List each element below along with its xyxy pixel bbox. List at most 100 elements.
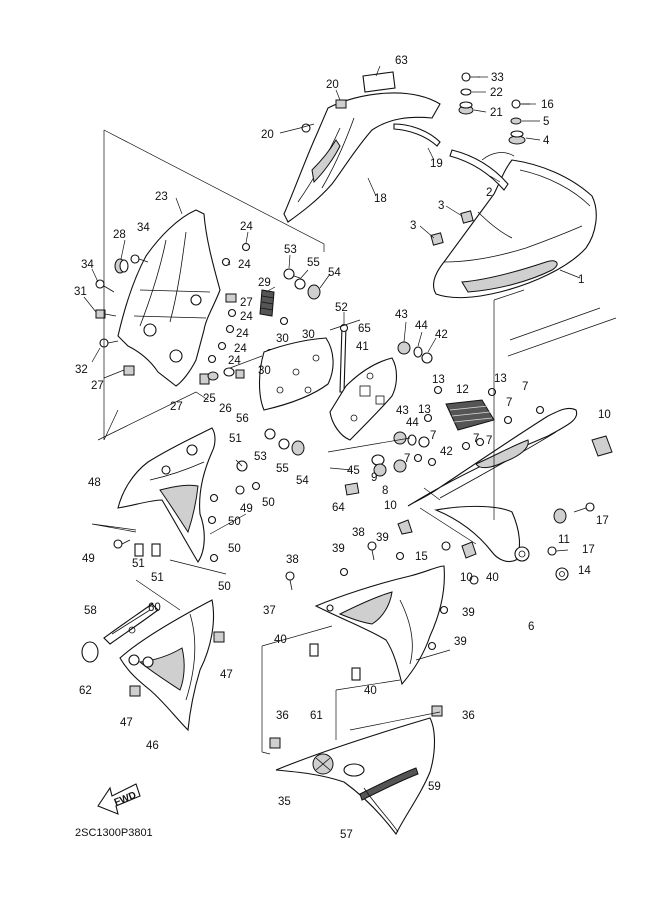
collar-44a	[413, 346, 423, 358]
clip-20a	[335, 99, 347, 109]
grommet-11	[553, 508, 567, 524]
washer-30a	[279, 316, 289, 326]
clip-47b	[129, 685, 141, 697]
collar-26	[223, 367, 235, 377]
callout-64: 64	[332, 502, 345, 514]
screw-49b	[113, 539, 131, 549]
screw-51a	[235, 459, 248, 472]
screw-17a	[573, 502, 595, 513]
callout-27: 27	[91, 380, 104, 392]
callout-31: 31	[74, 286, 87, 298]
washer-39d	[427, 641, 437, 651]
callout-46: 46	[146, 740, 159, 752]
callout-29: 29	[258, 277, 271, 289]
upper-cowling-assembly	[283, 71, 597, 299]
clip-36b	[431, 705, 443, 717]
callout-48: 48	[88, 477, 101, 489]
callout-38: 38	[352, 527, 365, 539]
callout-47: 47	[220, 669, 233, 681]
sticker-63-shape	[362, 71, 396, 93]
screw-38a	[367, 541, 377, 561]
screw-51b	[134, 543, 144, 557]
callout-4: 4	[543, 135, 550, 147]
callout-20: 20	[326, 79, 339, 91]
leader-lines	[83, 65, 581, 379]
callout-41: 41	[356, 341, 369, 353]
callout-13: 13	[494, 373, 507, 385]
callout-42: 42	[435, 329, 448, 341]
callout-21: 21	[490, 107, 503, 119]
fwd-label: FWD	[113, 790, 138, 809]
callout-36: 36	[276, 710, 289, 722]
left-inner-bracket-assembly	[95, 209, 334, 411]
nut-5	[510, 117, 522, 125]
callout-37: 37	[263, 605, 276, 617]
callout-51: 51	[151, 572, 164, 584]
washer-13b	[487, 387, 497, 397]
callout-35: 35	[278, 796, 291, 808]
callout-25: 25	[203, 393, 216, 405]
washer-22	[460, 88, 472, 96]
screw-51c	[151, 543, 161, 557]
clip-3a	[460, 210, 474, 224]
callout-50: 50	[228, 516, 241, 528]
bolt-40c	[351, 667, 361, 681]
callout-18: 18	[374, 193, 387, 205]
callout-34: 34	[81, 259, 94, 271]
cap-62	[81, 641, 99, 663]
callout-5: 5	[543, 116, 549, 128]
callout-7: 7	[506, 397, 512, 409]
callout-61: 61	[310, 710, 323, 722]
callout-47: 47	[120, 717, 133, 729]
callout-44: 44	[406, 417, 419, 429]
washer-50b	[209, 493, 219, 503]
washer-24d	[225, 324, 235, 334]
callout-3: 3	[438, 200, 444, 212]
strip-19	[393, 123, 441, 147]
grommet-43b	[393, 431, 407, 445]
fwd-arrow-icon: FWD	[97, 783, 141, 815]
cable-tie-52	[339, 325, 347, 393]
callout-10: 10	[384, 500, 397, 512]
washer-24c	[227, 308, 237, 318]
bolt-31	[95, 309, 117, 319]
callout-39: 39	[462, 607, 475, 619]
callout-11: 11	[558, 534, 570, 546]
callout-17: 17	[582, 544, 595, 556]
callout-23: 23	[155, 191, 168, 203]
right-side-cover-assembly	[367, 385, 613, 585]
callout-50: 50	[262, 497, 275, 509]
callout-36: 36	[462, 710, 475, 722]
callout-60: 60	[148, 602, 161, 614]
grommet-54a	[307, 284, 321, 300]
callout-7: 7	[473, 433, 479, 445]
lower-cover-assembly	[269, 705, 443, 836]
callout-32: 32	[75, 364, 88, 376]
washer-13a	[433, 385, 443, 395]
callout-24: 24	[228, 355, 241, 367]
callout-12: 12	[456, 384, 469, 396]
callout-8: 8	[382, 485, 388, 497]
washer-7a	[535, 405, 545, 415]
washer-50d	[209, 553, 219, 563]
clip-10c	[461, 541, 477, 559]
callout-51: 51	[132, 558, 145, 570]
screw-34a	[130, 254, 149, 264]
lower-center-panel-assembly	[285, 565, 449, 686]
bolt-42a	[421, 352, 433, 364]
washer-24b	[221, 257, 231, 267]
grommet-45	[371, 454, 385, 466]
callout-28: 28	[113, 229, 126, 241]
callout-24: 24	[238, 259, 251, 271]
callout-52: 52	[335, 302, 348, 314]
washer-24f	[207, 354, 217, 364]
grommet-9	[373, 463, 387, 477]
callout-65: 65	[358, 323, 371, 335]
center-bracket-assembly	[329, 323, 433, 496]
callout-45: 45	[347, 465, 360, 477]
grommet-21	[458, 101, 474, 115]
trim-2	[449, 149, 509, 191]
washer-39a	[395, 551, 405, 561]
screw-20b	[299, 123, 315, 133]
callout-26: 26	[219, 403, 232, 415]
